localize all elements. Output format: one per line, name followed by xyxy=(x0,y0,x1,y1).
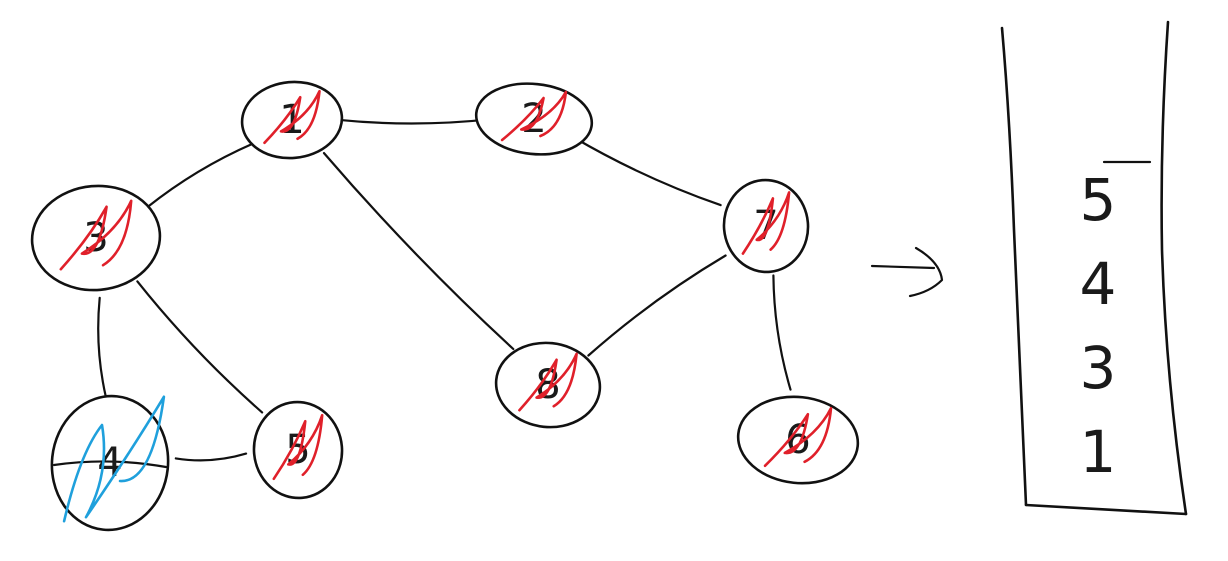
edge-7-6 xyxy=(772,274,792,391)
graph-edges xyxy=(97,118,792,462)
node-3: 3 xyxy=(30,184,162,292)
stack-right-wall xyxy=(1160,20,1188,516)
edge-1-3 xyxy=(146,142,254,209)
node-2-visited-mark xyxy=(500,90,568,142)
edge-1-2 xyxy=(336,118,493,125)
node-1-visited-mark xyxy=(263,89,321,145)
node-5-label: 5 xyxy=(285,427,310,473)
node-8-visited-mark xyxy=(518,352,578,412)
node-1: 1 xyxy=(240,80,344,160)
stack-item-1: 4 xyxy=(1080,250,1117,318)
node-6-visited-mark xyxy=(763,406,833,468)
edge-1-8 xyxy=(322,152,515,351)
edge-3-5 xyxy=(136,280,264,414)
node-4-divider xyxy=(52,460,168,469)
node-5: 5 xyxy=(252,400,344,500)
stack-items: 5 4 3 1 xyxy=(1080,166,1117,486)
stack-left-wall xyxy=(1000,26,1028,507)
graph-nodes: 1 2 3 4 5 6 7 8 xyxy=(30,80,860,532)
stack-item-3: 1 xyxy=(1080,418,1117,486)
edge-7-8 xyxy=(587,254,727,357)
node-7: 7 xyxy=(722,178,810,274)
edge-3-4 xyxy=(97,296,107,399)
node-4-outline xyxy=(50,394,170,532)
node-6: 6 xyxy=(736,395,860,485)
node-4-current-mark xyxy=(62,395,166,523)
stack-item-2: 3 xyxy=(1080,334,1117,402)
node-8: 8 xyxy=(494,341,602,429)
node-3-visited-mark xyxy=(59,199,133,271)
arrow-icon xyxy=(870,246,944,298)
edge-4-5 xyxy=(174,452,248,462)
node-7-visited-mark xyxy=(741,191,791,255)
stack-container: 5 4 3 1 xyxy=(1000,20,1188,516)
node-2: 2 xyxy=(474,82,594,156)
node-4: 4 xyxy=(50,394,170,532)
edge-2-7 xyxy=(571,135,722,207)
node-7-label: 7 xyxy=(753,203,778,249)
node-5-visited-mark xyxy=(272,413,324,481)
stack-item-0: 5 xyxy=(1080,166,1117,234)
stack-bottom xyxy=(1024,503,1188,516)
